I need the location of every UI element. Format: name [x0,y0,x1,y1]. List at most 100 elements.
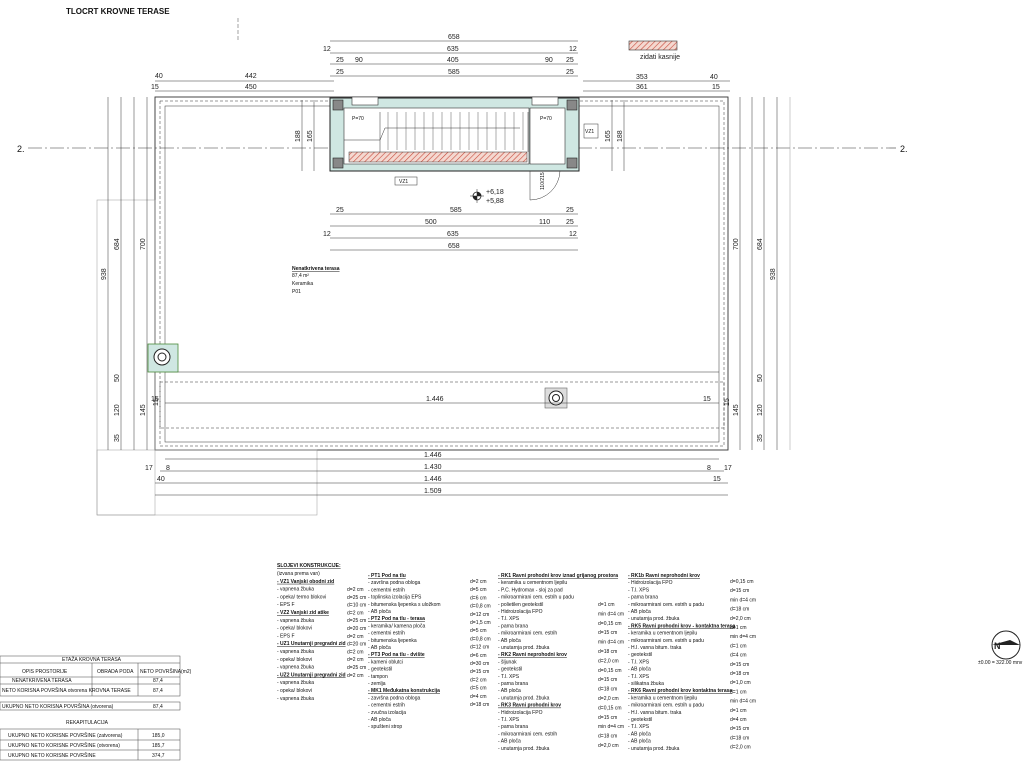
composition-line: - RK1b Ravni neprohodni krov [628,573,700,579]
composition-line: - toplinska izolacija EPS [368,595,422,601]
composition-line: d=1 cm [730,625,747,631]
compositions-col1: (izvana prema van)- VZ1 Vanjski obodni z… [277,571,346,702]
terrace-code: P01 [292,289,301,295]
dim-top-r3-4: 25 [566,57,574,64]
composition-line: - geotekstil [368,667,392,673]
dim-right-3: 50 [757,374,764,382]
composition-line: d=1 cm [598,602,615,608]
composition-line: - unutarnja prod. žbuka [628,746,680,752]
composition-line: d=12 cm [470,612,489,618]
composition-line: - unutarnja prod. žbuka [628,616,680,622]
dim-inner-r-0: 165 [605,130,612,142]
composition-line: - opeka/ blokovi [277,688,312,694]
composition-line: - UZ1 Unutarnji pregradni zid [277,641,346,647]
composition-line: - završna podna obloga [368,580,420,586]
roof-drain [147,343,179,373]
composition-line: min d=4 cm [730,597,756,603]
dim-inner-r-1: 188 [617,130,624,142]
compositions-col2: - PT1 Pod na tlu- završna podna obloga- … [368,573,441,730]
dim-top-r4-2: 25 [566,69,574,76]
dim-right-4: 120 [757,404,764,416]
composition-line: d=2,0 cm [730,616,751,622]
dim-top-r3-2: 405 [447,57,459,64]
dim-inner-l-0: 188 [295,130,302,142]
dim-mid-r1-2: 25 [566,207,574,214]
level-lower: +5,88 [486,198,504,205]
dim-mid-r3-2: 12 [569,231,577,238]
composition-line: - T.I. XPS [628,587,650,593]
composition-line: d=18 cm [598,734,617,740]
composition-line: - AB ploča [368,645,391,651]
composition-line: d=2 cm [347,610,364,616]
dim-bottom-r3-0: 40 [157,476,165,483]
composition-line: d=0,8 cm [470,636,491,642]
dim-mid-r3-1: 635 [447,231,459,238]
area-table-h0: OPIS PROSTORIJE [22,669,68,675]
composition-line: - Hidroizolacija FPO [628,580,673,586]
dim-top-l-1: 442 [245,73,257,80]
dim-left-7: 15 [153,398,160,406]
inner-dim-right: 15 [703,396,711,403]
composition-line: - AB ploča [628,609,651,615]
dim-top-r3-1: 90 [355,57,363,64]
composition-line: - unutarnja prod. žbuka [498,645,550,651]
composition-line: - mikroarmirani cem. estrih [498,631,557,637]
tag-vz1-side-text: VZ1 [585,129,594,135]
right-dimensions [739,97,778,450]
dim-bottom-r2-0: 17 [145,465,153,472]
recap-r1-value: 185,7 [152,743,165,749]
composition-line: d=0,15 cm [730,579,754,585]
dim-top-l-0: 40 [155,73,163,80]
composition-line: - VZ2 Vanjski zid atike [277,610,329,616]
area-table-r1-c2: 87,4 [153,688,163,694]
composition-line: - UZ2 Unutarnji pregradni zid [277,672,346,678]
dim-right-0: 700 [733,238,740,250]
composition-line: - mikroarmirani cem. estrih [498,731,557,737]
composition-line: - P.C. Hydromax - sloj za pad [498,587,563,593]
composition-line: - parna brana [498,724,528,730]
inner-dim: 1.446 [426,396,444,403]
composition-line: d=5 cm [470,686,487,692]
composition-line: - RK1 Ravni prohodni krov iznad grijanog… [498,573,618,579]
composition-line: - mikroarmirani cem. estrih u padu [498,595,574,601]
composition-line: - MK1 Međukatna konstrukcija [368,688,440,694]
dim-left-6: 35 [114,434,121,442]
area-table [0,655,181,761]
composition-line: d=30 cm [470,661,489,667]
composition-line: - geotekstil [628,717,652,723]
composition-line: - AB ploča [628,667,651,673]
composition-line: d=0,15 cm [598,668,622,674]
composition-line: - opeka/ termo blokovi [277,594,326,600]
composition-line: d=1 cm [730,708,747,714]
svg-text:N: N [994,641,1001,651]
area-table-r0-c2: 87,4 [153,678,163,684]
composition-line: d=18 cm [730,607,749,613]
area-table-r1-c0: NETO KORISNA POVRŠINA otvorena KROVNA TE… [2,687,131,694]
dim-mid-r2-0: 500 [425,219,437,226]
recap-r2-label: UKUPNO NETO KORISNE POVRŠINE [8,752,96,759]
composition-line: - mikroarmirani cem. estrih u padu [628,638,704,644]
composition-line: - vapnena žbuka [277,665,314,671]
dim-mid-r1-0: 25 [336,207,344,214]
composition-line: - keramika u cementnom ljepilu [628,695,697,701]
composition-line: d=2 cm [347,673,364,679]
composition-line: d=18 cm [470,702,489,708]
recap-title: REKAPITULACIJA [66,720,109,726]
composition-line: d=18 cm [730,735,749,741]
north-arrow-icon: N [991,630,1021,660]
dim-left-4: 120 [114,404,121,416]
composition-line: - bitumenska ljepenka [368,638,417,644]
composition-line: - vapnena žbuka [277,618,314,624]
composition-line: d=6 cm [470,653,487,659]
area-table-r0-c0: NENATKRIVENA TERASA [12,678,72,684]
tag-vz1 [394,176,418,186]
composition-line: - mikroarmirani cem. estrih u padu [628,703,704,709]
composition-line: - AB ploča [368,717,391,723]
stair-treads [387,112,524,150]
composition-line: d=18 cm [598,687,617,693]
dim-top-r3-0: 25 [336,57,344,64]
composition-line: - AB ploča [498,688,521,694]
composition-line: - AB ploča [498,638,521,644]
